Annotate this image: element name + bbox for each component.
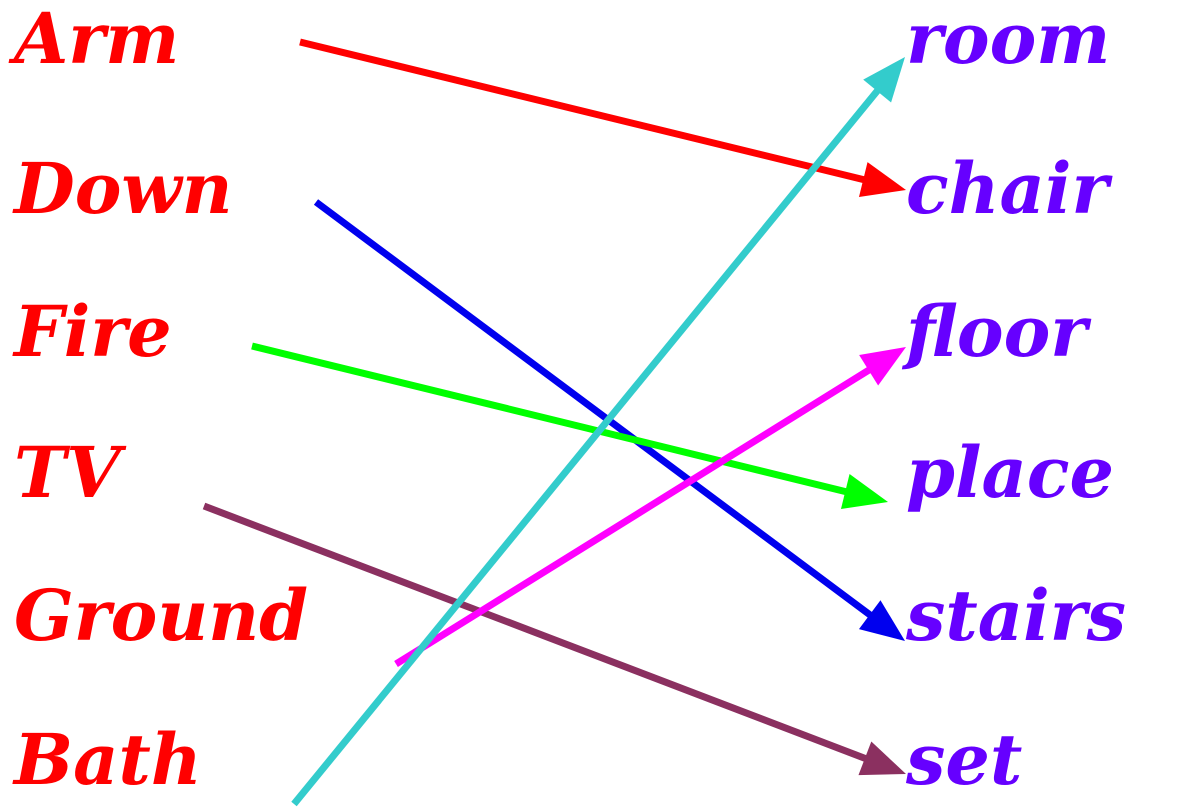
arrowhead-icon	[859, 347, 906, 386]
arrow-shaft	[313, 199, 876, 620]
arrow-shaft	[299, 38, 868, 184]
arrow-fire-to-place	[251, 342, 888, 510]
arrowhead-icon	[858, 741, 906, 776]
arrow-arm-to-chair	[299, 38, 906, 198]
arrow-bath-to-room	[291, 57, 905, 807]
right-word-set: set	[906, 718, 1023, 801]
arrow-shaft	[394, 365, 874, 667]
left-word-bath: Bath	[14, 718, 202, 801]
arrow-shaft	[291, 85, 883, 807]
right-word-floor: floor	[906, 290, 1088, 373]
arrowhead-icon	[858, 600, 905, 641]
arrow-shaft	[251, 342, 850, 496]
left-word-ground: Ground	[14, 574, 309, 657]
left-word-tv: TV	[14, 431, 121, 514]
right-word-chair: chair	[906, 147, 1109, 230]
right-word-place: place	[906, 431, 1115, 514]
left-word-arm: Arm	[14, 0, 180, 80]
right-word-room: room	[906, 0, 1111, 80]
left-word-fire: Fire	[14, 290, 172, 373]
arrow-ground-to-floor	[394, 347, 906, 667]
right-word-stairs: stairs	[906, 574, 1126, 657]
arrowhead-icon	[858, 162, 906, 198]
arrow-shaft	[202, 502, 870, 764]
arrowhead-icon	[863, 57, 905, 103]
arrowhead-icon	[840, 474, 888, 510]
arrow-down-to-stairs	[313, 199, 905, 641]
arrow-tv-to-set	[202, 502, 906, 776]
left-word-down: Down	[14, 147, 233, 230]
